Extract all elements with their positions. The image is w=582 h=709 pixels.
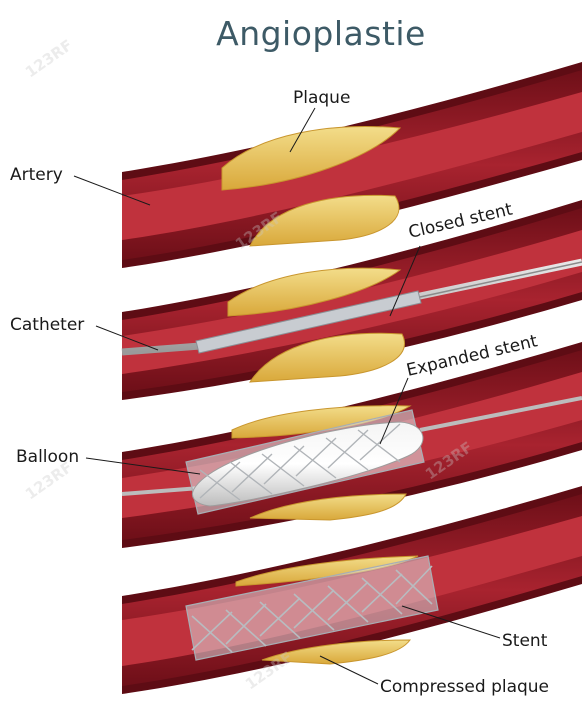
label-artery: Artery (10, 165, 63, 185)
label-stent: Stent (502, 631, 548, 651)
label-plaque: Plaque (293, 88, 350, 108)
label-compressed-plaque: Compressed plaque (380, 677, 549, 697)
label-catheter: Catheter (10, 315, 84, 335)
label-balloon: Balloon (16, 447, 79, 467)
watermark-1: 123RF (22, 36, 76, 81)
